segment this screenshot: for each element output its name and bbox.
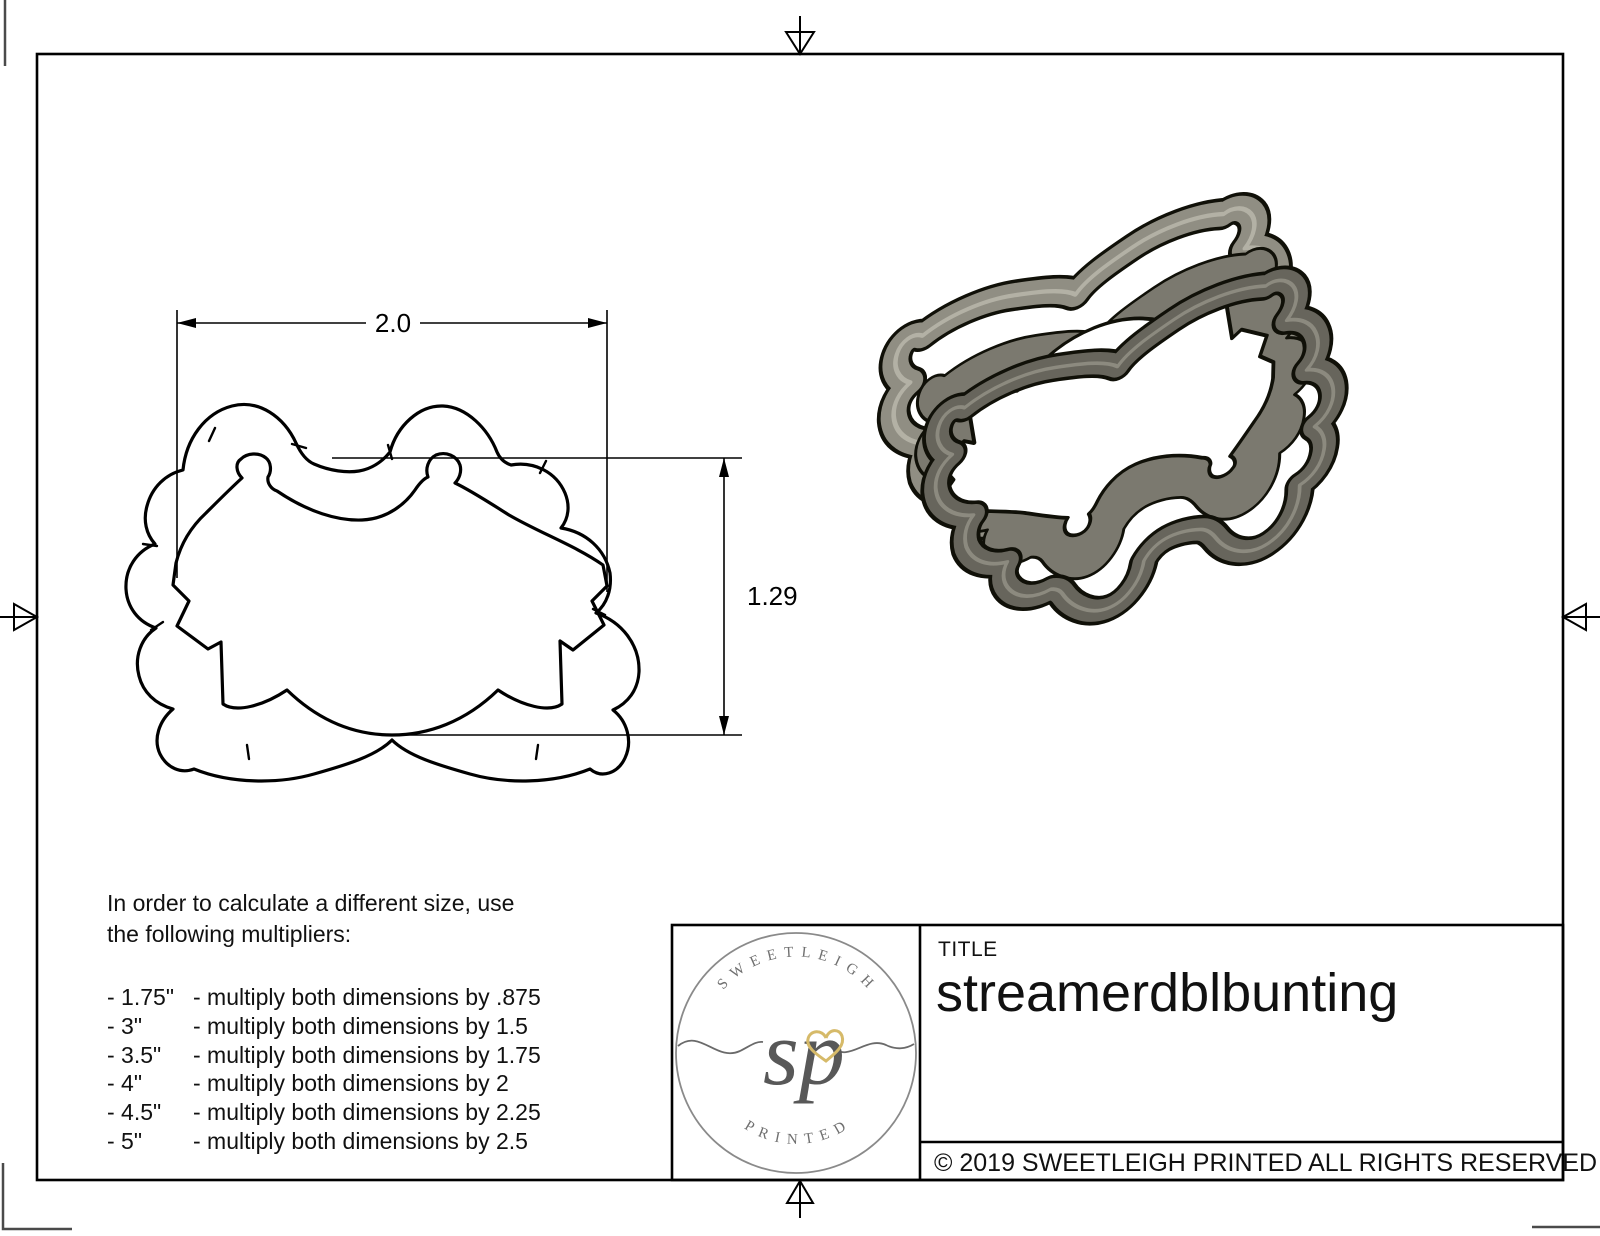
heart-icon (806, 1029, 845, 1063)
arc-tick-marks (141, 426, 607, 761)
multiplier-size: - 4" (107, 1070, 143, 1097)
multiplier-size: - 3" (107, 1012, 143, 1039)
multiplier-rule: - multiply both dimensions by .875 (193, 984, 541, 1010)
cutter-inner-outline (171, 452, 609, 737)
multiplier-rule: - multiply both dimensions by 1.5 (193, 1012, 528, 1039)
multiplier-row: - 4" - multiply both dimensions by 2 (107, 1069, 667, 1098)
multiplier-rule: - multiply both dimensions by 2 (193, 1070, 509, 1097)
multiplier-rule: - multiply both dimensions by 2.5 (193, 1127, 528, 1154)
notes-intro: In order to calculate a different size, … (107, 888, 667, 950)
multiplier-size: - 3.5" (107, 1041, 162, 1068)
centering-mark-left (0, 602, 40, 632)
logo-flourish-left (677, 1039, 764, 1054)
width-dimension: 2.0 (176, 308, 608, 592)
part-title: streamerdblbunting (936, 963, 1399, 1023)
multiplier-rule: - multiply both dimensions by 2.25 (193, 1099, 541, 1126)
title-label: TITLE (938, 938, 998, 961)
multiplier-rule: - multiply both dimensions by 1.75 (193, 1041, 541, 1068)
cutter-outer-outline (124, 402, 641, 783)
centering-mark-top (784, 16, 816, 56)
dim-arrow-up (719, 458, 729, 477)
logo-flourish-right (831, 1042, 915, 1054)
height-dimension-label: 1.29 (747, 581, 798, 611)
multiplier-row: - 3" - multiply both dimensions by 1.5 (107, 1012, 667, 1041)
multiplier-row: - 5" - multiply both dimensions by 2.5 (107, 1127, 667, 1156)
multiplier-row: - 1.75" - multiply both dimensions by .8… (107, 983, 667, 1012)
multiplier-row: - 3.5" - multiply both dimensions by 1.7… (107, 1041, 667, 1070)
title-block (670, 923, 1565, 1182)
size-notes: In order to calculate a different size, … (107, 888, 667, 1156)
multiplier-row: - 4.5" - multiply both dimensions by 2.2… (107, 1098, 667, 1127)
centering-mark-bottom (785, 1179, 815, 1218)
outline-drawing-2d: 2.0 1.29 (124, 308, 798, 783)
centering-mark-right (1560, 602, 1600, 632)
height-dimension: 1.29 (332, 457, 798, 736)
dim-arrow-down (719, 716, 729, 735)
multiplier-size: - 5" (107, 1127, 143, 1154)
notes-intro-line1: In order to calculate a different size, … (107, 890, 515, 916)
sweetleigh-logo: S W E E T L E I G H P R I N T E D sp (675, 932, 917, 1174)
notes-intro-line2: the following multipliers: (107, 921, 352, 947)
logo-monogram: sp (763, 1002, 845, 1104)
dim-arrow-left (177, 318, 196, 328)
logo-ring (675, 932, 917, 1174)
width-dimension-label: 2.0 (375, 308, 411, 338)
dim-arrow-right (588, 318, 607, 328)
multiplier-size: - 4.5" (107, 1099, 162, 1126)
cutter-3d-render (884, 185, 1348, 670)
multiplier-size: - 1.75" (107, 984, 174, 1010)
copyright-line: © 2019 SWEETLEIGH PRINTED ALL RIGHTS RES… (934, 1149, 1598, 1177)
